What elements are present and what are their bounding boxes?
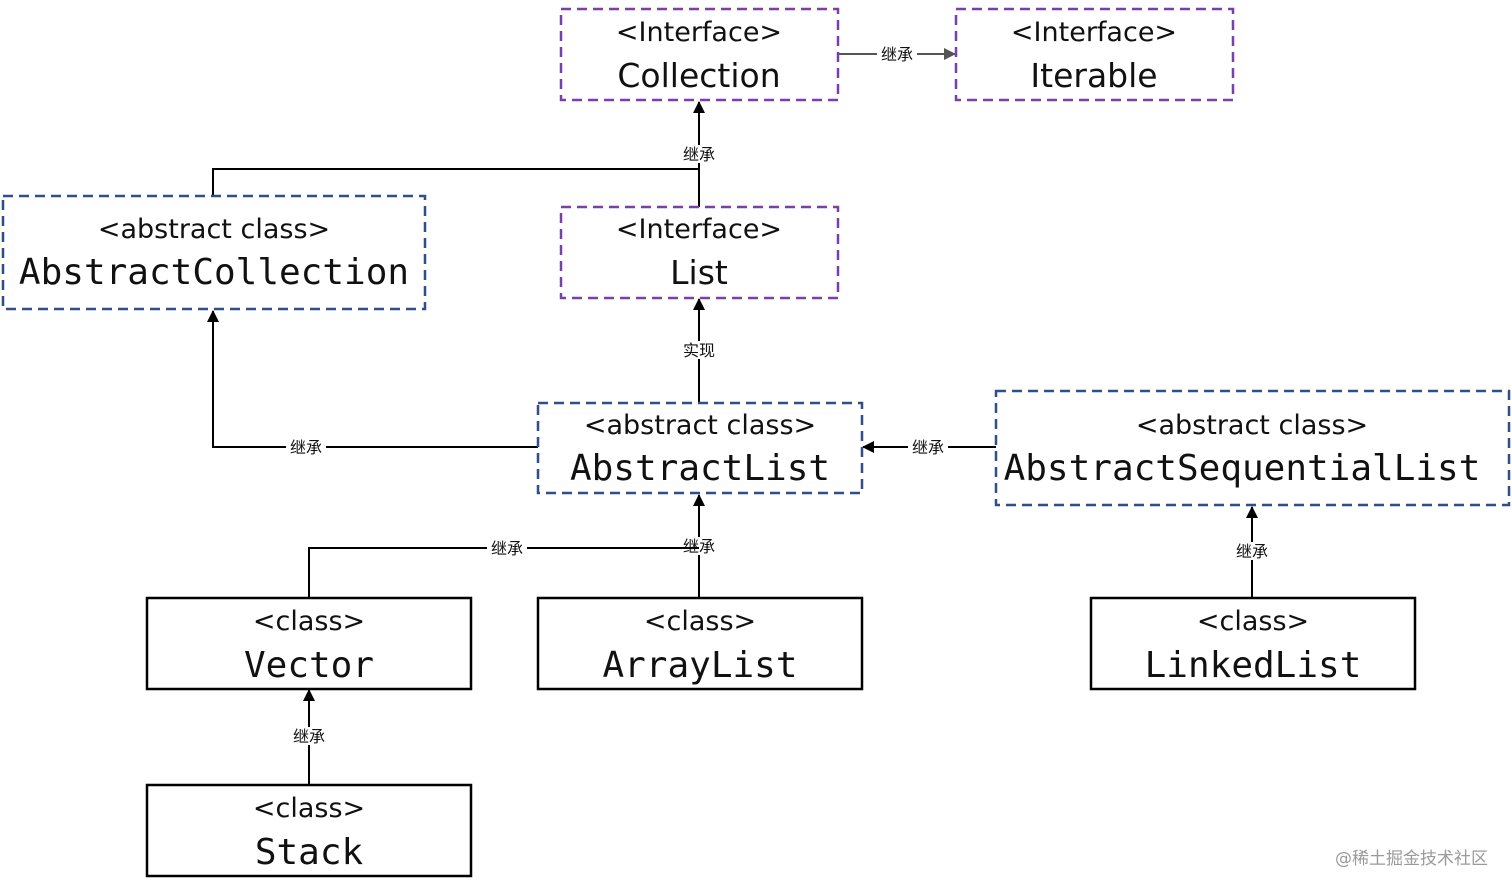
node-stereotype: <Interface> (616, 214, 782, 245)
edge-label: 继承 (293, 727, 325, 746)
node-name: Vector (244, 645, 374, 686)
node-name: Stack (255, 832, 364, 873)
nodes: <Interface> Collection <Interface> Itera… (1, 7, 1511, 878)
node-stereotype: <Interface> (1011, 17, 1177, 48)
node-collection: <Interface> Collection (559, 7, 840, 102)
node-list: <Interface> List (559, 205, 840, 300)
node-name: AbstractCollection (19, 252, 409, 293)
edge-stack-vector: 继承 (289, 689, 329, 785)
node-abstract-collection: <abstract class> AbstractCollection (1, 194, 427, 311)
node-iterable: <Interface> Iterable (954, 7, 1235, 102)
edge-abstract-list-abstract-collection: 继承 (207, 310, 538, 457)
node-linked-list: <class> LinkedList (1089, 596, 1417, 691)
edge-label: 继承 (491, 539, 523, 558)
watermark-text: @稀土掘金技术社区 (1335, 849, 1488, 869)
edge-linked-list-abstract-sequential-list: 继承 (1232, 506, 1272, 598)
node-stereotype: <class> (253, 793, 365, 824)
node-stereotype: <Interface> (616, 17, 782, 48)
edge-label: 继承 (683, 145, 715, 164)
edge-label: 继承 (1236, 542, 1268, 561)
node-stereotype: <abstract class> (584, 410, 816, 441)
edge-label: 继承 (290, 438, 322, 457)
edge-label: 继承 (912, 438, 944, 457)
edge-array-list-abstract-list: 继承 (679, 494, 719, 598)
node-name: AbstractList (570, 448, 830, 489)
node-array-list: <class> ArrayList (536, 596, 864, 691)
edge-label: 实现 (683, 341, 715, 360)
edge-list-collection: 继承 (212, 101, 720, 207)
node-name: Collection (617, 56, 780, 95)
node-stereotype: <class> (644, 606, 756, 637)
edge-vector-abstract-list: 继承 (308, 539, 699, 598)
node-abstract-list: <abstract class> AbstractList (536, 401, 864, 495)
edge-abstract-sequential-list-abstract-list: 继承 (862, 438, 996, 457)
edge-abstract-list-list: 实现 (679, 298, 719, 403)
edge-label: 继承 (881, 45, 913, 64)
edges: 继承 继承 实现 继承 继承 (207, 45, 1272, 785)
node-stereotype: <abstract class> (98, 214, 330, 245)
node-stack: <class> Stack (145, 783, 473, 878)
node-name: LinkedList (1145, 645, 1362, 686)
node-vector: <class> Vector (145, 596, 473, 691)
node-name: ArrayList (602, 645, 797, 686)
edge-label: 继承 (683, 537, 715, 556)
node-stereotype: <abstract class> (1136, 410, 1368, 441)
node-name: List (670, 253, 728, 292)
node-name: Iterable (1030, 56, 1157, 95)
node-stereotype: <class> (1197, 606, 1309, 637)
edge-collection-iterable: 继承 (838, 45, 956, 64)
node-abstract-sequential-list: <abstract class> AbstractSequentialList (994, 389, 1511, 507)
node-name: AbstractSequentialList (1004, 448, 1481, 489)
node-stereotype: <class> (253, 606, 365, 637)
